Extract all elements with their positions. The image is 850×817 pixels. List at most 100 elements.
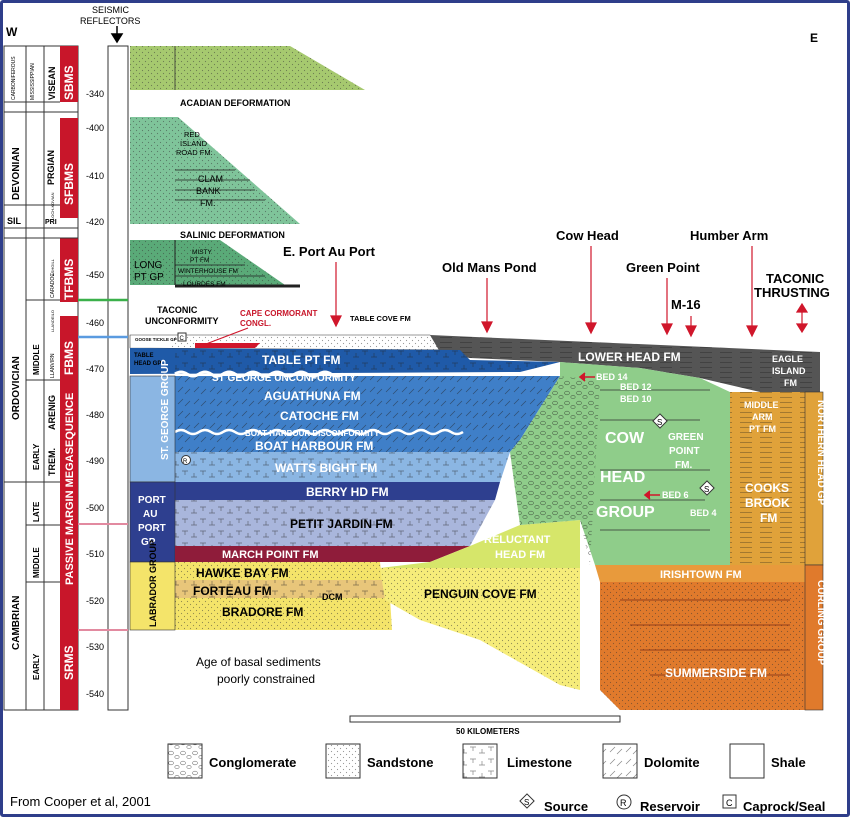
stage-pri: PRI [45,219,57,226]
summerside-streaks [620,599,790,676]
visean-wedge [130,46,365,90]
cape-cormorant-label-2: CONGL. [240,319,271,328]
table-head-label-2: HEAD GP [134,361,161,367]
taconic-unconformity-label: TACONIC [157,305,198,315]
legend-conglomerate-label: Conglomerate [209,755,296,770]
berry-hd-body [130,482,500,500]
seismic-label-line2: REFLECTORS [80,16,140,26]
reservoir-symbol-icon: R [181,455,191,465]
sequence-sbms: SBMS [62,65,76,100]
stage-llandeilo: LLANDEILO [50,310,55,332]
cow-head-arrow-icon [585,246,597,335]
misty-pt-label: MISTY [192,249,213,256]
dcm-label: DCM [322,592,343,602]
taconic-thrusting-label-2: THRUSTING [754,285,830,300]
stage-visean: VISEAN [47,66,57,100]
cow-head-cow-label: COW [605,430,645,447]
epoch-cambrian-late: LATE [32,501,41,522]
sequence-fbms: FBMS [62,341,76,375]
summerside-pattern [600,582,805,710]
bradore-pattern [175,598,392,630]
middle-arm-label-3: PT FM [749,424,776,434]
reluctant-head-label: RELUCTANT [484,534,551,546]
taconic-thrusting-label: TACONIC [766,271,825,286]
taconic-unconformity-label-2: UNCONFORMITY [145,316,219,326]
tick-490: -490 [86,456,104,466]
sequence-srms: SRMS [62,645,76,680]
bed14-arrow-icon [578,372,595,382]
bed6-arrow-icon [643,490,660,500]
march-point-label: MARCH POINT FM [222,549,319,561]
bed12-label: BED 12 [620,382,652,392]
labrador-group-label: LABRADOR GROUP [148,540,158,627]
key-source-label: Source [544,799,588,814]
m16-arrow-icon [685,316,697,338]
red-island-label-3: ROAD FM. [176,148,213,157]
middle-arm-label-2: ARM [752,412,773,422]
petit-jardin-label: PETIT JARDIN FM [290,517,393,531]
caprock-symbol-icon: C [177,332,187,342]
march-point-body [175,546,470,562]
middle-arm-label: MIDDLE [744,400,779,410]
period-sil: SIL [7,216,22,226]
hawke-bay-pattern [175,562,382,580]
berry-hd-label: BERRY HD FM [306,485,389,499]
stage-arenig: ARENIG [47,395,57,430]
key-caprock-icon [722,794,737,809]
citation: From Cooper et al, 2001 [10,794,151,809]
humber-arm-label: Humber Arm [690,228,768,243]
lower-head-band-pattern [430,335,820,392]
time-axis: -340 -400 -410 -420 -450 -460 -470 -480 … [86,89,104,699]
labrador-group-box [129,561,176,631]
seismic-arrow-icon [110,26,124,44]
table-pt-label: TABLE PT FM [262,353,340,367]
port-au-port-label: PORT [138,495,166,506]
epoch-ordovician-middle: MIDDLE [32,344,41,375]
period-carboniferous: CARBONIFEROUS [11,56,17,100]
tick-410: -410 [86,171,104,181]
epoch-cambrian-middle: MIDDLE [32,547,41,578]
tick-460: -460 [86,318,104,328]
bed4-label: BED 4 [690,508,717,518]
basal-note-line2: poorly constrained [217,672,315,686]
lourdes-label: LOURDES FM [183,281,226,288]
tick-420: -420 [86,217,104,227]
st-george-label: ST. GEORGE GROUP [160,359,171,460]
long-pt-label: LONG [134,260,163,271]
stage-lochkovian: LOCH-KOVIAN [50,192,55,220]
clam-bank-label-2: BANK [196,186,221,196]
bed10-label: BED 10 [620,394,652,404]
cow-head-interfingers [600,389,710,531]
svg-text:R: R [183,459,188,465]
tick-520: -520 [86,596,104,606]
acadian-deformation-label: ACADIAN DEFORMATION [180,98,290,108]
legend: Conglomerate Sandstone Limestone Dolomit… [167,743,806,779]
penguin-cove-label: PENGUIN COVE FM [424,587,537,601]
boat-harbour-label: BOAT HARBOUR FM [255,439,373,453]
summerside-label: SUMMERSIDE FM [665,666,767,680]
port-au-port-label-4: GP [141,537,156,548]
svg-text:C: C [180,336,185,342]
salinic-deformation-label: SALINIC DEFORMATION [180,230,285,240]
eagle-island-label-2: ISLAND [772,366,806,376]
source-symbol-icon: S [652,413,668,429]
misty-pt-label-2: PT FM [190,257,209,264]
forteau-pattern [175,580,388,598]
northern-head-pattern [730,392,805,565]
cape-cormorant-arrow-icon [205,327,249,345]
stage-trem: TREM. [47,448,57,476]
cow-head-conglomerate [510,376,600,565]
boat-harbour-disconformity-line [174,428,464,436]
bed14-label: BED 14 [596,372,628,382]
tick-500: -500 [86,503,104,513]
green-point-arrow-icon [661,278,673,336]
key-source-glyph: S [524,798,529,807]
lower-head-label: LOWER HEAD FM [578,350,681,364]
scale-label: 50 KILOMETERS [456,727,520,736]
legend-sandstone-label: Sandstone [367,755,433,770]
tick-470: -470 [86,364,104,374]
tick-400: -400 [86,123,104,133]
st-george-unconformity-label: ST GEORGE UNCONFORMITY [212,373,356,384]
cooks-brook-label-2: BROOK [745,496,790,510]
